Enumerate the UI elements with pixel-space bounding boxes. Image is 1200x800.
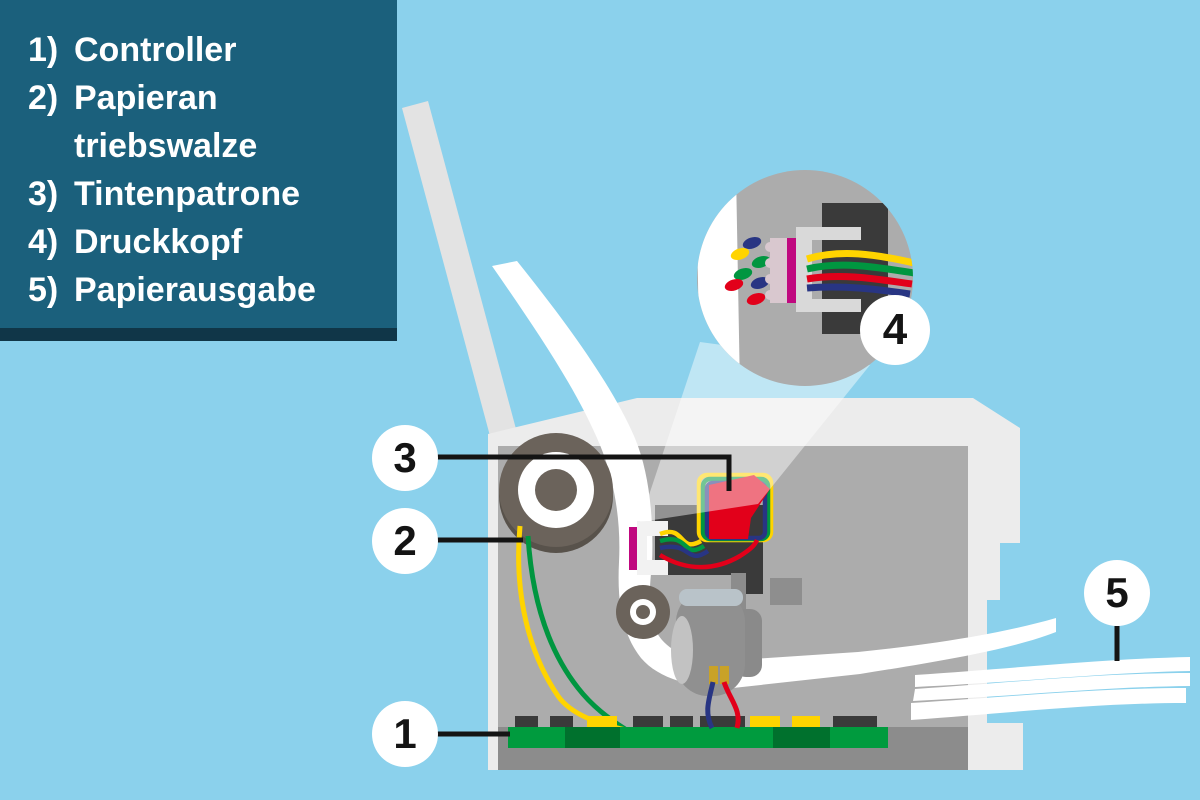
- callout-1-controller: 1: [372, 701, 438, 767]
- motor-wire-red: [721, 681, 741, 729]
- legend-item-druckkopf: 4) Druckkopf: [28, 218, 387, 266]
- ink-cartridge: [709, 475, 770, 539]
- ink-droplets: [724, 237, 771, 305]
- leader-lines: [437, 454, 1120, 737]
- callout-2-paper-feed-roller: 2: [372, 508, 438, 574]
- legend-label: Controller: [74, 31, 237, 69]
- parts-legend: 1) Controller 2) Papieran triebswalze 3)…: [0, 0, 397, 328]
- legend-number: 4): [28, 223, 59, 261]
- callout-3-ink-cartridge: 3: [372, 425, 438, 491]
- leader-line-3: [437, 454, 732, 491]
- board-chips: [515, 716, 877, 727]
- legend-number: 5): [28, 271, 59, 309]
- legend-number: 1): [28, 31, 59, 69]
- paper-feed-roller: [499, 433, 613, 553]
- legend-item-tintenpatrone: 3) Tintenpatrone: [28, 170, 387, 218]
- legend-label: Papieran: [74, 79, 218, 117]
- legend-shadow-edge: [0, 328, 397, 341]
- magnified-nozzle-plate: [765, 238, 796, 303]
- legend-number: [28, 122, 74, 170]
- legend-label: Druckkopf: [74, 223, 243, 261]
- legend-label: Tintenpatrone: [74, 175, 301, 213]
- legend-item-controller: 1) Controller: [28, 26, 387, 74]
- legend-item-papierausgabe: 5) Papierausgabe: [28, 266, 387, 314]
- legend-number: 2): [28, 79, 59, 117]
- legend-item-papierantriebswalze: 2) Papieran: [28, 74, 387, 122]
- magnified-wires: [805, 250, 913, 298]
- magnifier-beam: [640, 342, 870, 522]
- motor-wire-blue: [705, 681, 716, 730]
- controller-board: [508, 716, 888, 748]
- legend-item-papierantriebswalze-cont: triebswalze: [28, 122, 387, 170]
- drive-motor: [671, 589, 762, 696]
- paper-sheet: [492, 261, 1056, 688]
- green-wire: [525, 535, 627, 732]
- output-paper-sheets: [911, 657, 1190, 720]
- print-head-magnifier: [697, 170, 913, 386]
- callout-5-paper-output: 5: [1084, 560, 1150, 626]
- small-roller: [616, 585, 670, 639]
- legend-label: triebswalze: [74, 127, 258, 165]
- print-head-wires: [658, 529, 760, 570]
- legend-number: 3): [28, 175, 59, 213]
- legend-label: Papierausgabe: [74, 271, 316, 309]
- callout-4-print-head: 4: [860, 295, 930, 365]
- input-tray-lid: [402, 101, 516, 436]
